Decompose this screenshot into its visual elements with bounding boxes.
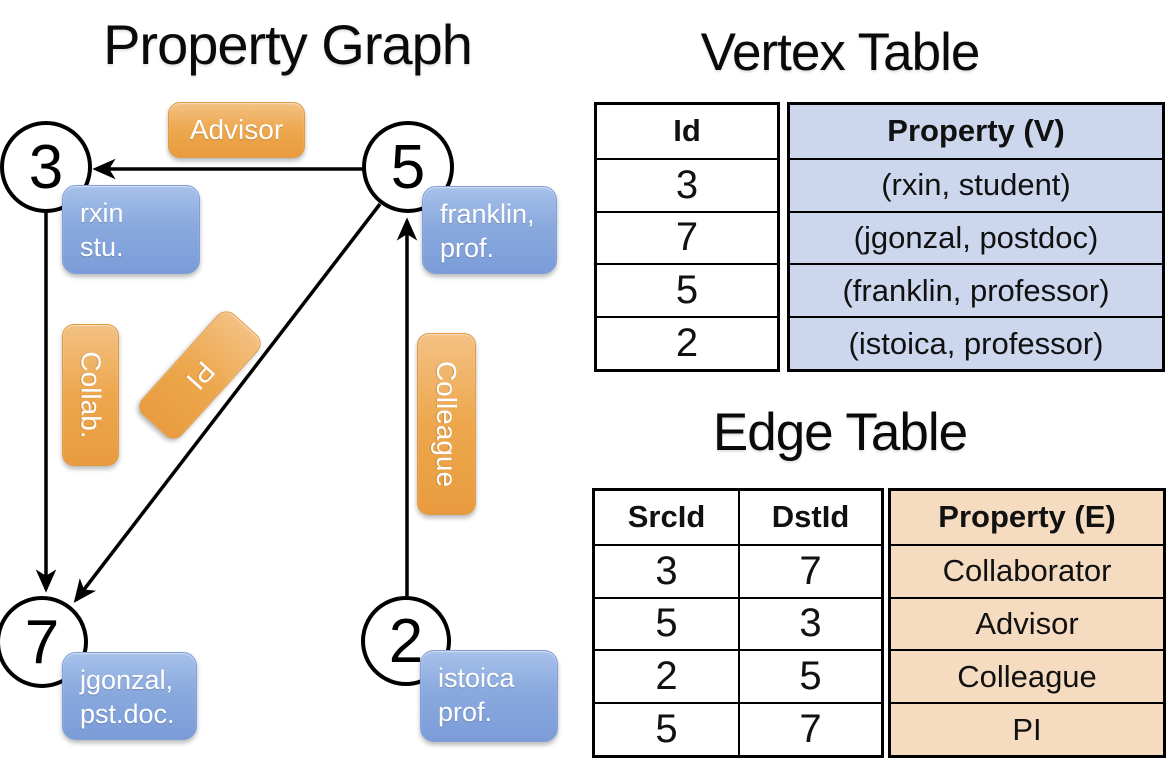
edge-label-text: Advisor bbox=[189, 114, 284, 145]
edge-table-dst-cell: 7 bbox=[738, 702, 881, 755]
vertex-table-property-cell: (rxin, student) bbox=[790, 157, 1162, 211]
edge-table-dst-cell: 7 bbox=[738, 543, 881, 597]
edge-label-collab: Collab. bbox=[62, 324, 119, 466]
vertex-table-id-cell: 5 bbox=[597, 263, 777, 316]
edge-label-text: Colleague bbox=[431, 360, 463, 488]
edge-table-property-column: Property (E) Collaborator Advisor Collea… bbox=[888, 488, 1166, 758]
edge-table-property-cell: Collaborator bbox=[891, 543, 1163, 597]
vertex-property-line: jgonzal, bbox=[80, 665, 174, 695]
vertex-id-3: 3 bbox=[28, 132, 64, 202]
edge-label-text: Collab. bbox=[75, 351, 107, 439]
vertex-property-line: stu. bbox=[80, 232, 124, 262]
vertex-property-line: prof. bbox=[438, 697, 493, 727]
vertex-property-line: istoica bbox=[438, 663, 515, 693]
vertex-table-id-column: Id 3 7 5 2 bbox=[594, 102, 780, 372]
vertex-property-box-jgonzal: jgonzal, pst.doc. bbox=[62, 652, 197, 740]
vertex-property-box-istoica: istoica prof. bbox=[420, 650, 558, 742]
vertex-property-line: prof. bbox=[440, 233, 495, 263]
property-graph-title: Property Graph bbox=[103, 13, 473, 76]
edge-table-header-dstid: DstId bbox=[738, 491, 881, 544]
vertex-table-header-property: Property (V) bbox=[790, 105, 1162, 158]
edge-table-dst-cell: 3 bbox=[738, 596, 881, 650]
edge-table-dst-cell: 5 bbox=[738, 649, 881, 703]
vertex-table-id-cell: 7 bbox=[597, 210, 777, 264]
vertex-property-line: franklin, bbox=[440, 199, 535, 229]
edge-table-src-cell: 2 bbox=[595, 649, 738, 702]
edge-table-header-property: Property (E) bbox=[891, 491, 1163, 544]
edge-table-property-cell: Colleague bbox=[891, 649, 1163, 703]
edge-table-property-cell: Advisor bbox=[891, 596, 1163, 650]
vertex-table-title: Vertex Table bbox=[700, 23, 981, 82]
vertex-table-property-column: Property (V) (rxin, student) (jgonzal, p… bbox=[787, 102, 1165, 372]
vertex-property-line: pst.doc. bbox=[80, 699, 175, 729]
edge-table-src-cell: 5 bbox=[595, 702, 738, 755]
edge-table-src-cell: 3 bbox=[595, 543, 738, 597]
vertex-table-property-cell: (jgonzal, postdoc) bbox=[790, 210, 1162, 264]
vertex-table-property-cell: (franklin, professor) bbox=[790, 263, 1162, 317]
vertex-id-5: 5 bbox=[390, 132, 426, 202]
vertex-table-header-id: Id bbox=[673, 113, 701, 149]
edge-table-src-cell: 5 bbox=[595, 596, 738, 650]
edge-table-title: Edge Table bbox=[712, 403, 968, 462]
edge-arrow-5-to-7 bbox=[73, 202, 382, 603]
edge-table-property-cell: PI bbox=[891, 702, 1163, 755]
vertex-id-2: 2 bbox=[388, 606, 424, 676]
vertex-table-id-cell: 3 bbox=[597, 157, 777, 211]
vertex-property-line: rxin bbox=[80, 198, 124, 228]
vertex-id-7: 7 bbox=[24, 607, 60, 677]
edge-table-header-srcid: SrcId bbox=[627, 499, 706, 535]
edge-label-colleague: Colleague bbox=[417, 333, 476, 515]
edge-label-text: PI bbox=[179, 355, 221, 396]
edge-label-advisor: Advisor bbox=[168, 102, 305, 158]
edge-table-src-dst-columns: SrcId DstId 3 7 5 3 2 5 5 7 bbox=[592, 488, 884, 758]
vertex-property-box-franklin: franklin, prof. bbox=[422, 186, 557, 274]
vertex-property-box-rxin: rxin stu. bbox=[62, 185, 200, 274]
vertex-table-property-cell: (istoica, professor) bbox=[790, 316, 1162, 369]
vertex-table-id-cell: 2 bbox=[597, 316, 777, 369]
